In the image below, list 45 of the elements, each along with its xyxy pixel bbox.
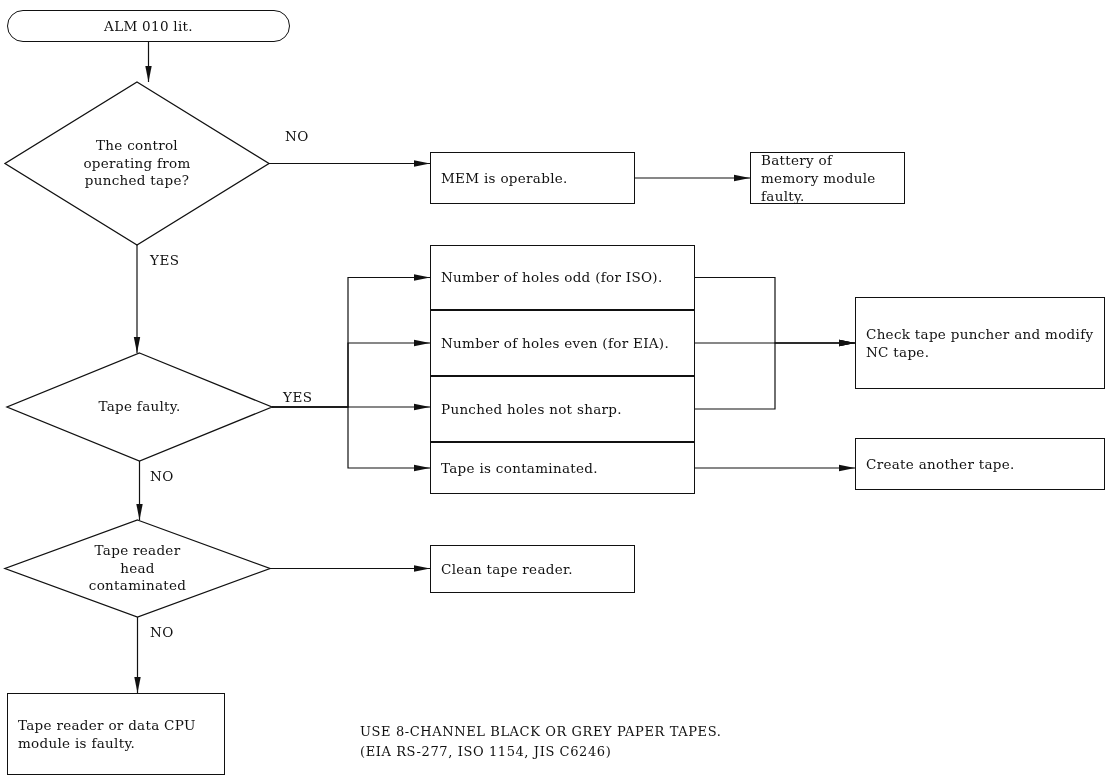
node-text: Tape is contaminated. xyxy=(441,458,598,478)
arrow xyxy=(634,174,751,182)
arrow xyxy=(133,244,141,354)
node-text: Tape reader head contaminated xyxy=(87,542,188,595)
edge-label: NO xyxy=(285,128,309,144)
arrow xyxy=(694,339,856,410)
node-text: Number of holes even (for EIA). xyxy=(441,333,669,353)
terminal-box xyxy=(7,10,290,42)
arrow xyxy=(694,464,856,472)
arrow xyxy=(269,565,431,572)
note-text: (EIA RS-277, ISO 1154, JIS C6246) xyxy=(360,743,612,761)
node-text: Tape reader or data CPU module is faulty. xyxy=(18,715,197,753)
node-text: The control operating from punched tape? xyxy=(82,137,192,190)
decision-diamond xyxy=(5,352,274,462)
process-box xyxy=(430,376,695,442)
edge-label: YES xyxy=(283,389,313,405)
edge-label: NO xyxy=(150,468,174,484)
process-box xyxy=(430,545,635,593)
arrow xyxy=(268,160,431,167)
arrow xyxy=(136,460,143,521)
decision-diamond xyxy=(3,81,271,246)
process-box xyxy=(430,310,695,376)
process-box xyxy=(7,693,225,775)
arrow xyxy=(271,406,431,472)
process-box xyxy=(430,245,695,310)
process-box xyxy=(855,438,1105,490)
arrow xyxy=(134,616,141,694)
decision-diamond xyxy=(3,519,272,618)
node-text: ALM 010 lit. xyxy=(104,16,193,36)
edge-label: NO xyxy=(150,624,174,640)
node-text: MEM is operable. xyxy=(441,168,568,188)
process-box xyxy=(430,152,635,204)
arrow xyxy=(145,41,152,83)
edge-label: YES xyxy=(150,252,180,268)
node-text: Punched holes not sharp. xyxy=(441,399,622,419)
process-box xyxy=(750,152,905,204)
node-text: Create another tape. xyxy=(866,454,1015,474)
process-box xyxy=(430,442,695,494)
node-text: Battery of memory module faulty. xyxy=(761,150,877,206)
node-text: Check tape puncher and modify NC tape. xyxy=(866,324,1094,362)
node-text: Clean tape reader. xyxy=(441,559,573,579)
process-box xyxy=(855,297,1105,389)
node-text: Tape faulty. xyxy=(97,398,182,416)
node-text: Number of holes odd (for ISO). xyxy=(441,268,663,287)
note-text: USE 8-CHANNEL BLACK OR GREY PAPER TAPES. xyxy=(360,723,722,741)
